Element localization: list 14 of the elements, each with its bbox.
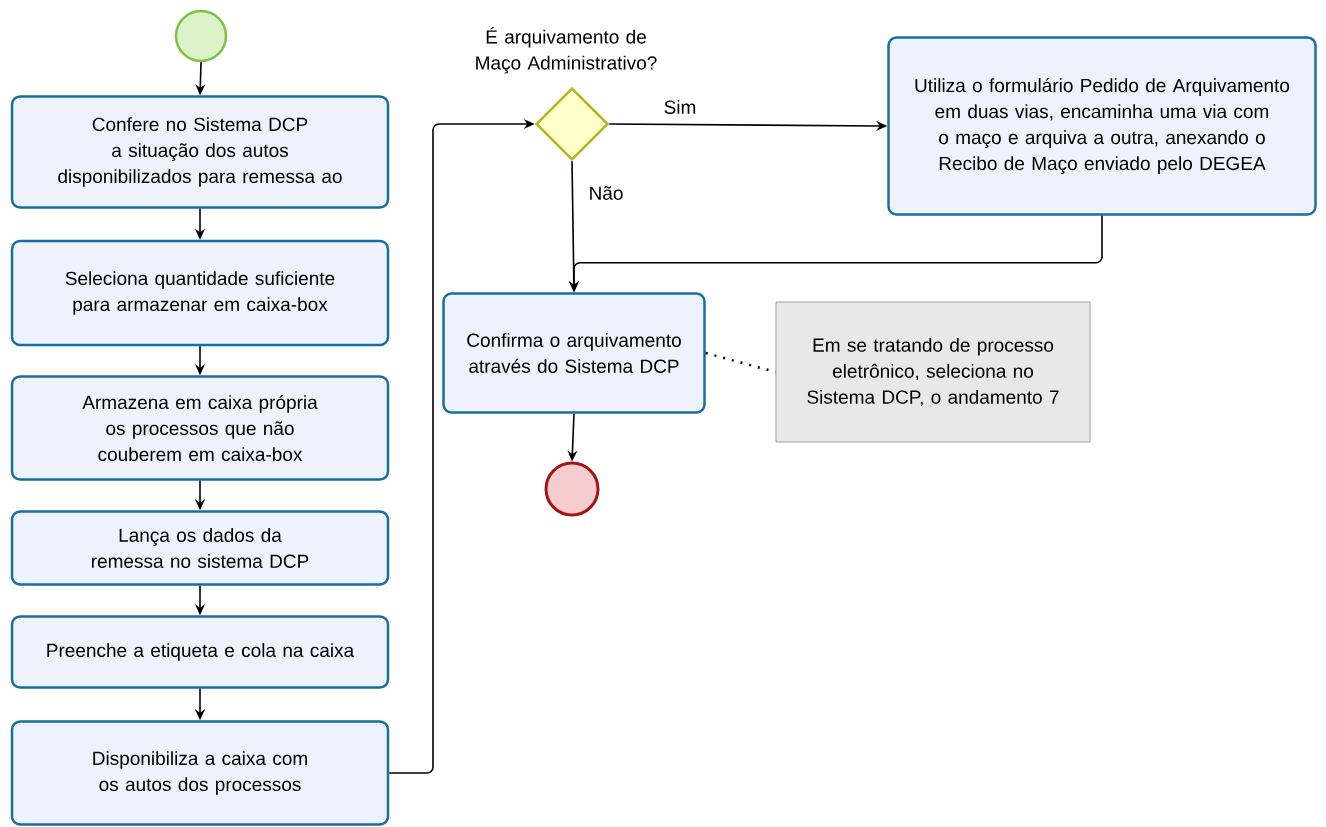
process-box: Armazena em caixa própria os processos que não couberem em caixa-box — [10, 375, 390, 481]
end-circle — [544, 461, 600, 517]
process-box: Disponibiliza a caixa com os autos dos processos — [10, 720, 390, 826]
process-box: Utiliza o formulário Pedido de Arquivamento em duas vias, encaminha uma via com o maço e arquiva a outra, anexando o Recibo de Maço enviado pelo DEGEA — [887, 36, 1317, 216]
start-circle — [174, 9, 228, 63]
process-box: Preenche a etiqueta e cola na caixa — [10, 615, 390, 689]
annotation-box: Em se tratando de processo eletrônico, seleciona no Sistema DCP, o andamento 7 — [775, 301, 1091, 443]
process-box: Confere no Sistema DCP a situação dos autos disponibilizados para remessa ao — [10, 95, 390, 209]
edge-label: Sim — [661, 98, 699, 116]
edge-label: Não — [586, 184, 626, 202]
process-box: Seleciona quantidade suficiente para armazenar em caixa-box — [10, 239, 390, 347]
node-label: É arquivamento de Maço Administrativo? — [476, 26, 657, 74]
process-box: Lança os dados da remessa no sistema DCP — [10, 510, 390, 586]
process-box: Confirma o arquivamento através do Sistema DCP — [442, 292, 706, 414]
